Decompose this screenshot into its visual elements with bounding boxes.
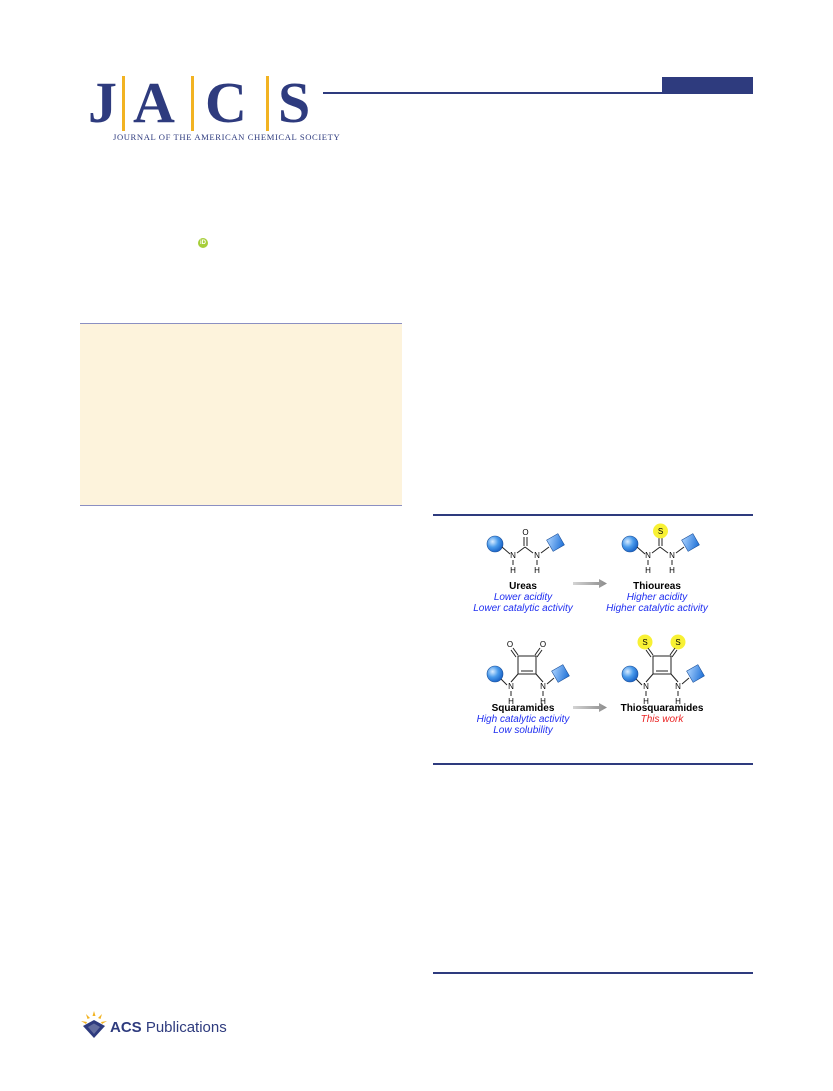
atom-h: H [669, 566, 675, 575]
orcid-icon[interactable]: iD [198, 238, 208, 248]
sulfur-highlight [637, 634, 653, 650]
sulfur-highlight [653, 523, 668, 539]
header-rule [323, 92, 753, 94]
atom-h: H [645, 566, 651, 575]
ureas-title: Ureas [509, 581, 537, 592]
masthead-letter-a: A [133, 70, 175, 135]
atom-h: H [675, 697, 681, 706]
atom-n: N [510, 551, 516, 560]
atom-n: N [540, 682, 546, 691]
thioureas-title: Thioureas [633, 581, 681, 592]
thiosquaramides-title: Thiosquaramides [620, 703, 704, 714]
substituent-sphere [621, 665, 639, 683]
publisher-name-rest: Publications [141, 1019, 227, 1036]
atom-h: H [643, 697, 649, 706]
substituent-sphere [621, 535, 639, 553]
scheme-figure: N H O N H N H S N H O O [486, 523, 705, 712]
squaramide-structure: O O N H N H [486, 640, 570, 706]
arrow-icon [573, 703, 607, 712]
substituent-square [551, 664, 570, 683]
footnote-rule [433, 972, 753, 974]
atom-s: S [658, 527, 663, 536]
substituent-square [546, 533, 565, 552]
thioureas-line2: Higher catalytic activity [606, 603, 708, 614]
thiosquaramides-line1: This work [640, 714, 684, 725]
sulfur-highlight [670, 634, 686, 650]
masthead-letter-j: J [88, 70, 117, 135]
thioureas-line1: Higher acidity [626, 592, 688, 603]
atom-n: N [675, 682, 681, 691]
atom-h: H [534, 566, 540, 575]
atom-h: H [510, 566, 516, 575]
substituent-sphere [486, 535, 504, 553]
atom-o: O [522, 528, 528, 537]
masthead-subtitle: JOURNAL OF THE AMERICAN CHEMICAL SOCIETY [113, 132, 341, 142]
substituent-square [681, 533, 700, 552]
squaramides-line2: Low solubility [493, 725, 553, 736]
atom-o: O [507, 640, 513, 649]
ureas-line2: Lower catalytic activity [473, 603, 573, 614]
arrow-icon [573, 579, 607, 588]
atom-n: N [669, 551, 675, 560]
header-tab [662, 77, 753, 93]
atom-o: O [540, 640, 546, 649]
masthead-letter-c: C [205, 70, 247, 135]
publisher-name-bold: ACS [110, 1019, 142, 1036]
atom-n: N [508, 682, 514, 691]
atom-n: N [645, 551, 651, 560]
atom-h: H [508, 697, 514, 706]
substituent-square [686, 664, 705, 683]
acs-logo-icon [81, 1011, 107, 1038]
ureas-line1: Lower acidity [493, 592, 553, 603]
figure-bottom-rule [433, 763, 753, 765]
squaramides-line1: High catalytic activity [476, 714, 570, 725]
figure-top-rule [433, 514, 753, 516]
atom-s: S [642, 638, 647, 647]
atom-h: H [540, 697, 546, 706]
atom-s: S [675, 638, 680, 647]
publisher-name: ACS Publications [110, 1019, 227, 1036]
squaramides-title: Squaramides [491, 703, 555, 714]
abstract-box [80, 323, 402, 506]
atom-n: N [643, 682, 649, 691]
masthead-letter-s: S [278, 70, 311, 135]
masthead-divider [266, 76, 269, 131]
substituent-sphere [486, 665, 504, 683]
masthead-divider [191, 76, 194, 131]
atom-n: N [534, 551, 540, 560]
masthead-divider [122, 76, 125, 131]
thiourea-structure: N H S N H [621, 523, 700, 575]
urea-structure: N H O N H [486, 528, 565, 575]
thiosquaramide-structure: S S N H N H [621, 634, 705, 706]
